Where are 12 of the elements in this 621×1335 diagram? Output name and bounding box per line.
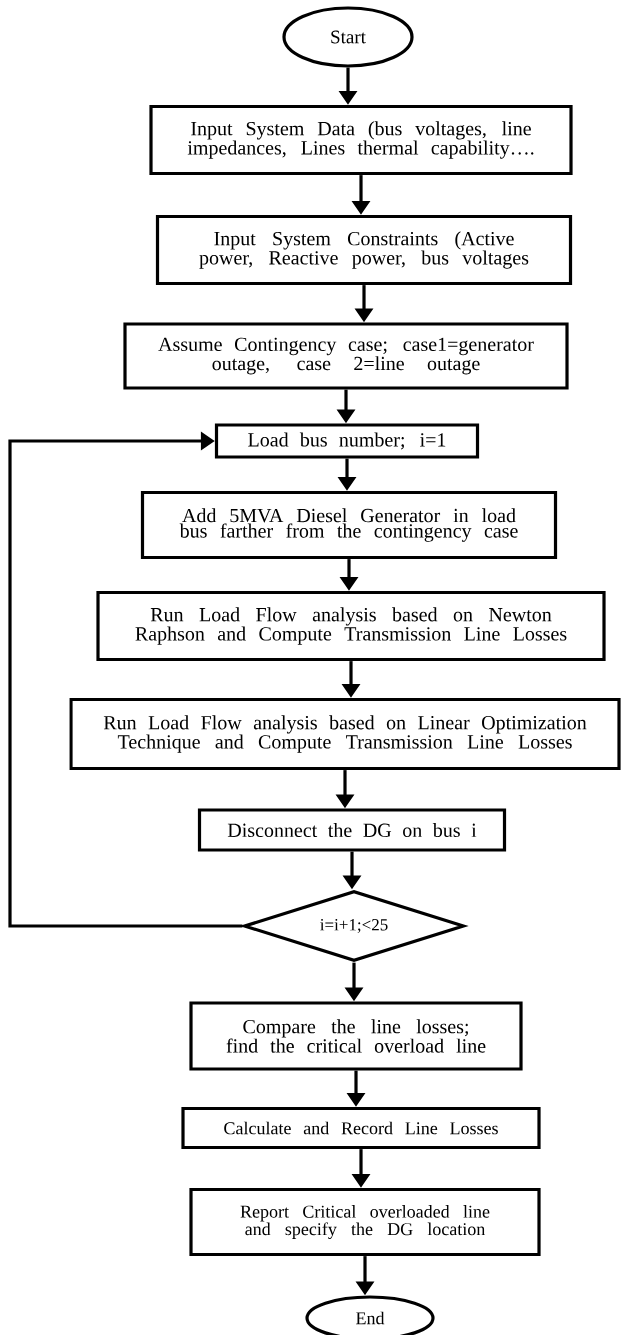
process-box: Assume Contingency case; case1=generator outage, case 2=line outage [123,322,569,390]
process-box: Run Load Flow analysis based on Newton Raphson and Compute Transmission Line Losses [96,590,606,662]
process-box: Compare the line losses; find the critical overload line [189,1001,523,1071]
process-box: Input System Constraints (Active power, Reactive power, bus voltages [155,214,573,286]
process-box: Load bus number; i=1 [214,423,480,459]
process-box: Disconnect the DG on bus i [197,808,507,852]
process-box: Report Critical overloaded line and specify the DG location [189,1187,541,1257]
process-box: Input System Data (bus voltages, line impedances, Lines thermal capability…. [149,104,573,176]
process-box: Add 5MVA Diesel Generator in load bus farther from the contingency case [140,490,558,560]
arrow [8,431,243,928]
process-box: Run Load Flow analysis based on Linear Optimization Technique and Compute Transmission Line Losses [69,697,621,771]
process-box: Calculate and Record Line Losses [181,1106,541,1150]
